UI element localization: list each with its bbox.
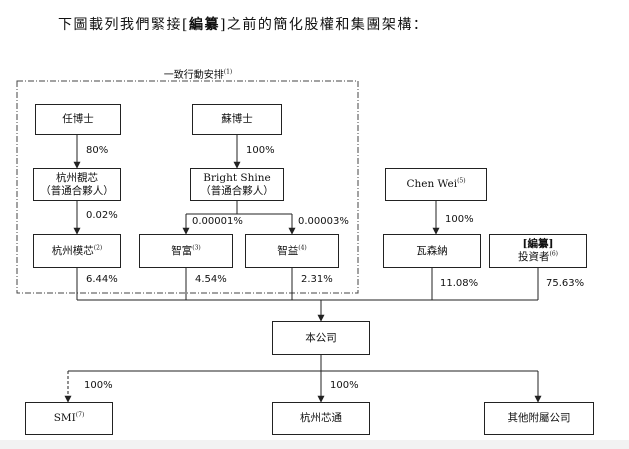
node-investors-line2: 投資者 bbox=[518, 251, 550, 263]
node-zhifu: 智富(3) bbox=[139, 234, 233, 268]
pct-zhiyi-company: 2.31% bbox=[301, 274, 333, 285]
node-hangzhou-mouxin-note: (2) bbox=[93, 244, 103, 251]
pct-su-bright: 100% bbox=[246, 145, 275, 156]
pct-mouxin-company: 6.44% bbox=[86, 274, 118, 285]
node-smi-text: SMI bbox=[53, 412, 76, 424]
node-hangzhou-mouxin: 杭州模芯(2) bbox=[33, 234, 121, 268]
node-chen-wei: Chen Wei(5) bbox=[385, 168, 487, 201]
node-zhifu-note: (3) bbox=[192, 244, 201, 251]
node-dr-ren-label: 任博士 bbox=[62, 113, 94, 125]
node-company: 本公司 bbox=[272, 321, 370, 355]
node-bright-shine-line1: Bright Shine bbox=[203, 171, 271, 184]
node-hangzhou-mouxin-text: 杭州模芯 bbox=[51, 244, 94, 257]
node-hangzhou-xintong: 杭州芯通 bbox=[272, 402, 370, 435]
node-zhiyi: 智益(4) bbox=[245, 234, 339, 268]
concert-arrangement-label: 一致行動安排(1) bbox=[118, 66, 278, 81]
node-chen-wei-note: (5) bbox=[457, 177, 466, 185]
concert-arrangement-text: 一致行動安排 bbox=[163, 70, 224, 81]
node-wasenna-label: 瓦森納 bbox=[416, 244, 448, 257]
node-dr-su-label: 蘇博士 bbox=[221, 113, 253, 125]
pct-bright-zhifu: 0.00001% bbox=[192, 216, 243, 227]
node-hangzhou-xintong-label: 杭州芯通 bbox=[300, 412, 342, 424]
pct-company-xintong: 100% bbox=[330, 380, 359, 391]
node-investors-line2-wrap: 投資者(6) bbox=[518, 251, 558, 264]
node-company-label: 本公司 bbox=[305, 331, 337, 344]
node-smi-label: SMI(7) bbox=[54, 412, 85, 425]
node-zhiyi-note: (4) bbox=[298, 244, 307, 251]
node-bright-shine: Bright Shine （普通合夥人） bbox=[190, 168, 284, 201]
heading-suffix: ]之前的簡化股權和集團架構： bbox=[219, 17, 429, 33]
node-hangzhou-qinxin: 杭州覩芯 （普通合夥人） bbox=[33, 168, 121, 201]
node-wasenna: 瓦森納 bbox=[383, 234, 481, 268]
node-zhiyi-label: 智益(4) bbox=[277, 245, 307, 258]
node-zhifu-text: 智富 bbox=[171, 244, 193, 257]
node-hangzhou-qinxin-line2: （普通合夥人） bbox=[40, 184, 114, 197]
node-bright-shine-line2: （普通合夥人） bbox=[200, 184, 274, 197]
heading-prefix: 下圖載列我們緊接[ bbox=[58, 17, 189, 33]
node-dr-ren: 任博士 bbox=[35, 104, 121, 135]
node-hangzhou-qinxin-line1: 杭州覩芯 bbox=[56, 171, 98, 184]
node-zhifu-label: 智富(3) bbox=[171, 245, 201, 258]
node-chen-wei-label: Chen Wei(5) bbox=[406, 178, 465, 191]
pct-qinxin-mouxin: 0.02% bbox=[86, 210, 118, 221]
node-zhiyi-text: 智益 bbox=[277, 244, 299, 257]
node-investors: [編纂] 投資者(6) bbox=[489, 234, 587, 268]
node-investors-note: (6) bbox=[549, 250, 559, 258]
node-dr-su: 蘇博士 bbox=[192, 104, 282, 135]
node-other-subsidiaries-label: 其他附屬公司 bbox=[507, 412, 571, 424]
bottom-page-edge bbox=[0, 440, 629, 449]
pct-bright-zhiyi: 0.00003% bbox=[298, 216, 349, 227]
node-other-subsidiaries: 其他附屬公司 bbox=[484, 402, 594, 435]
concert-arrangement-note: (1) bbox=[223, 68, 233, 76]
node-chen-wei-text: Chen Wei bbox=[406, 178, 458, 190]
concert-group-border bbox=[16, 80, 359, 294]
node-hangzhou-mouxin-label: 杭州模芯(2) bbox=[52, 245, 103, 258]
pct-investors-company: 75.63% bbox=[546, 278, 585, 289]
node-smi: SMI(7) bbox=[25, 402, 113, 435]
pct-wasenna-company: 11.08% bbox=[440, 278, 479, 289]
pct-ren-qinxin: 80% bbox=[86, 145, 109, 156]
node-smi-note: (7) bbox=[75, 411, 85, 419]
pct-company-smi: 100% bbox=[84, 380, 113, 391]
node-investors-line1: [編纂] bbox=[522, 238, 554, 250]
pct-zhifu-company: 4.54% bbox=[195, 274, 227, 285]
pct-chen-wasenna: 100% bbox=[445, 214, 474, 225]
page-heading: 下圖載列我們緊接[編纂]之前的簡化股權和集團架構： bbox=[58, 14, 428, 34]
heading-bold: 編纂 bbox=[188, 17, 220, 33]
